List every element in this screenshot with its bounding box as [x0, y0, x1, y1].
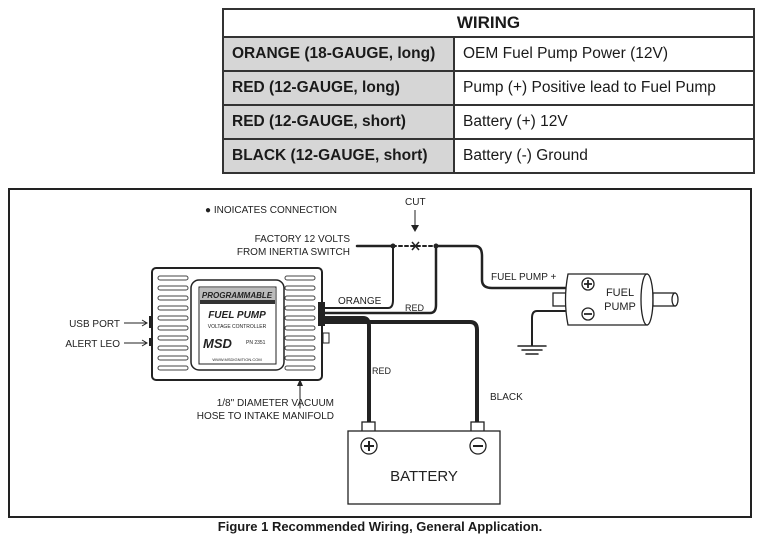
box-subtitle: VOLTAGE CONTROLLER: [208, 324, 267, 330]
usb-port-label: USB PORT: [69, 319, 120, 330]
fuel-pump-positive-wire: [434, 244, 572, 290]
ground-icon: [517, 345, 547, 355]
connection-cell: Battery (+) 12V: [453, 104, 755, 140]
table-row: RED (12-GAUGE, long)Pump (+) Positive le…: [222, 70, 755, 106]
wire-cell: BLACK (12-GAUGE, short): [222, 138, 455, 174]
black-label: BLACK: [490, 392, 523, 403]
wiring-table: WIRING ORANGE (18-GAUGE, long)OEM Fuel P…: [222, 8, 755, 174]
battery: [347, 421, 501, 505]
box-part-number: PN 2351: [246, 340, 266, 346]
diagram-frame: [8, 188, 752, 518]
orange-wire: [324, 245, 394, 309]
alert-arrow: [124, 339, 148, 347]
table-row: ORANGE (18-GAUGE, long)OEM Fuel Pump Pow…: [222, 36, 755, 72]
table-row: RED (12-GAUGE, short)Battery (+) 12V: [222, 104, 755, 140]
pump-label-2: PUMP: [604, 301, 636, 313]
wire-cell: ORANGE (18-GAUGE, long): [222, 36, 455, 72]
box-title: FUEL PUMP: [208, 310, 266, 321]
controller-box: [149, 267, 330, 381]
battery-label: BATTERY: [390, 468, 458, 485]
connection-cell: OEM Fuel Pump Power (12V): [453, 36, 755, 72]
vacuum-label-1: 1/8" DIAMETER VACUUM: [217, 398, 334, 409]
black-wire: [323, 320, 479, 430]
ground-wire: [531, 310, 566, 346]
connection-dot: [390, 243, 396, 249]
cut-label: CUT: [405, 197, 426, 208]
table-row: BLACK (12-GAUGE, short)Battery (-) Groun…: [222, 138, 755, 174]
red-long-wire: [323, 244, 438, 315]
connection-cell: Battery (-) Ground: [453, 138, 755, 174]
red-long-label: RED: [405, 303, 425, 313]
cut-arrowhead: [411, 225, 419, 232]
fuel-pump-plus-label: FUEL PUMP +: [491, 272, 556, 283]
vacuum-arrowhead: [297, 379, 303, 386]
legend-text: ● INOICATES CONNECTION: [205, 205, 337, 216]
red-short-label: RED: [372, 366, 392, 376]
box-brand: PROGRAMMABLE: [202, 291, 273, 300]
wire-cell: RED (12-GAUGE, long): [222, 70, 455, 106]
factory-label-2: FROM INERTIA SWITCH: [237, 247, 350, 258]
fuel-pump: [552, 273, 679, 326]
pump-label-1: FUEL: [606, 287, 634, 299]
connection-cell: Pump (+) Positive lead to Fuel Pump: [453, 70, 755, 106]
table-title: WIRING: [222, 8, 755, 38]
vacuum-label-2: HOSE TO INTAKE MANIFOLD: [197, 411, 334, 422]
orange-label: ORANGE: [338, 296, 382, 307]
usb-arrow: [124, 319, 148, 327]
factory-label-1: FACTORY 12 VOLTS: [255, 234, 351, 245]
figure-caption: Figure 1 Recommended Wiring, General App…: [217, 519, 543, 534]
wire-cell: RED (12-GAUGE, short): [222, 104, 455, 140]
connection-dot: [433, 243, 439, 249]
alert-led-label: ALERT LEO: [65, 339, 120, 350]
msd-logo: MSD: [203, 336, 233, 351]
cut-x-icon: [411, 241, 420, 251]
box-url: WWW.MSDIGNITION.COM: [212, 357, 261, 362]
